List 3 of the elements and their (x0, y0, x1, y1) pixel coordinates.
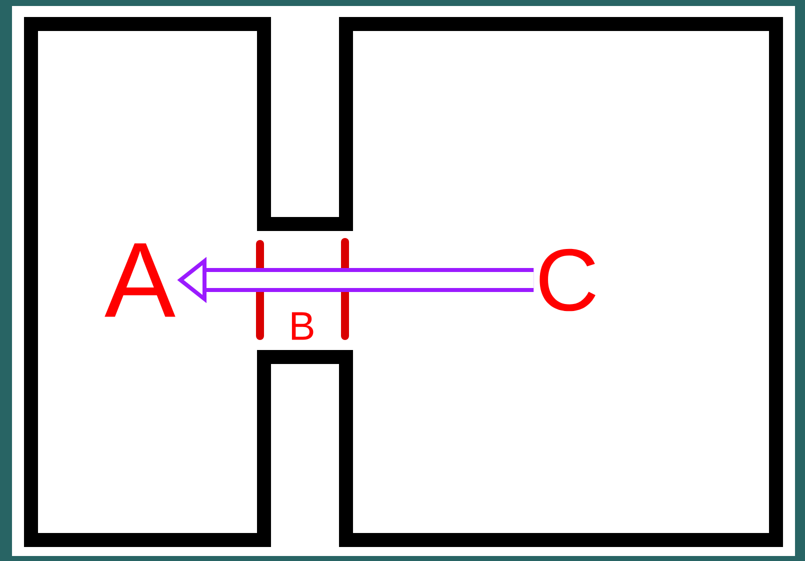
letter-label: B (292, 312, 314, 340)
letter-label: A (104, 243, 176, 317)
letter-label: C (540, 248, 596, 312)
